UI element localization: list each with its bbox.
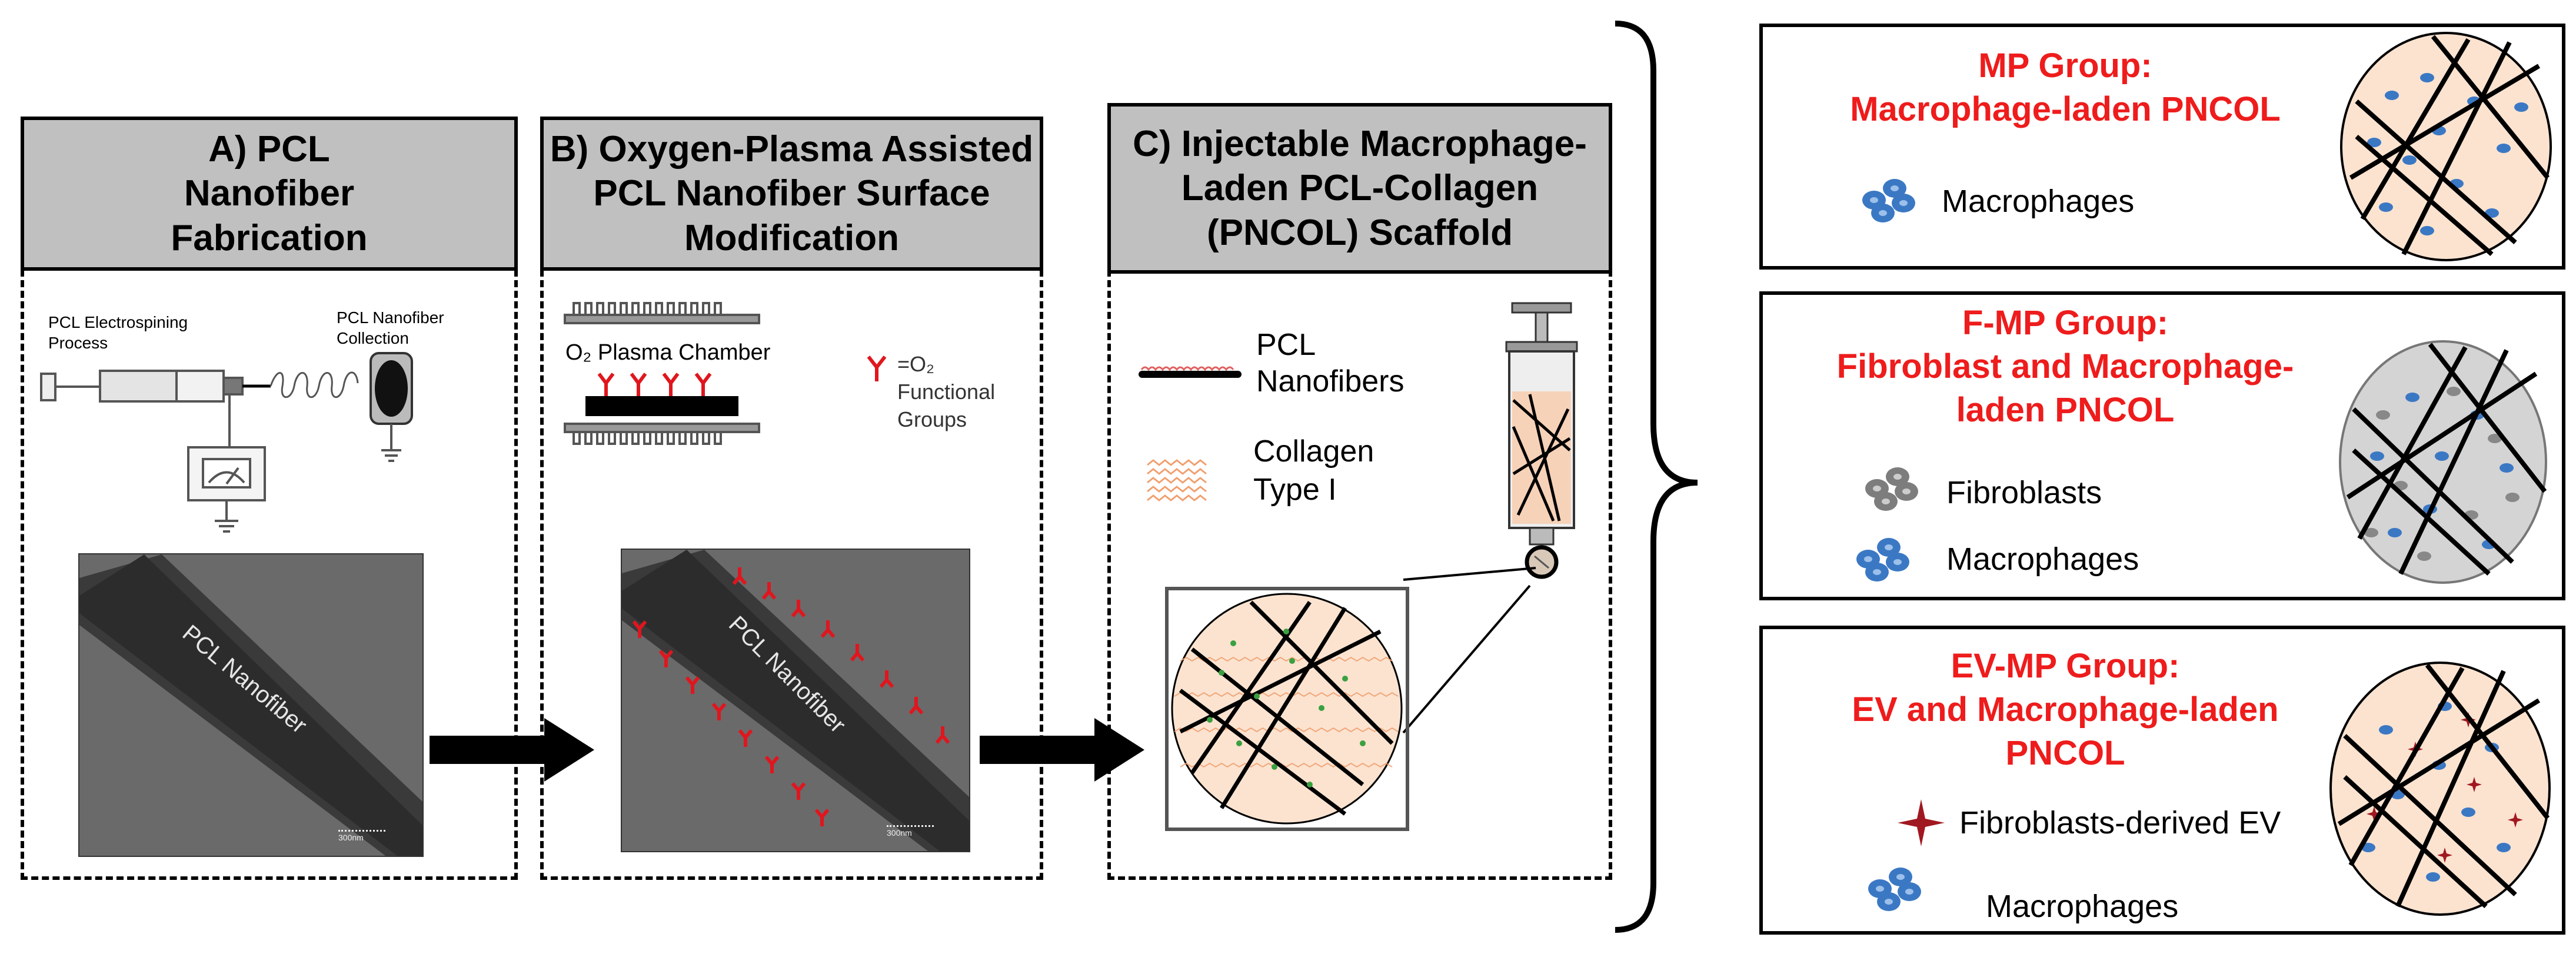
fiber-jet-icon xyxy=(269,371,359,398)
power-supply-icon xyxy=(187,394,266,533)
evmp-scaffold-illustration xyxy=(2329,662,2551,916)
syringe-icon xyxy=(40,370,271,403)
scaffold-zoom-frame xyxy=(1165,587,1409,831)
arrow-b-to-c xyxy=(980,718,1144,782)
panel-c-header: C) Injectable Macrophage- Laden PCL-Coll… xyxy=(1107,103,1612,274)
mp-macrophage-label: Macrophages xyxy=(1942,184,2135,219)
collection-label: PCL Nanofiber Collection xyxy=(337,308,444,347)
scaffold-cross-section xyxy=(1171,593,1403,825)
panel-b-title-line-2: PCL Nanofiber Surface xyxy=(593,173,990,214)
panel-a-title-line-1: A) PCL xyxy=(208,128,330,170)
electrospinning-setup-illustration xyxy=(40,352,413,533)
injection-syringe-icon xyxy=(1505,302,1578,579)
functional-group-label: =O₂ Functional Groups xyxy=(897,352,996,431)
macrophage-icon xyxy=(1862,179,1915,222)
functional-group-icons xyxy=(597,373,712,396)
scale-bar-a: 300nm xyxy=(338,830,385,842)
plasma-chamber-label: O₂ Plasma Chamber xyxy=(562,340,774,365)
fmp-group-title: F-MP Group: Fibroblast and Macrophage- l… xyxy=(1836,304,2294,430)
panel-a-header: A) PCL Nanofiber Fabrication xyxy=(21,117,518,271)
panel-c-title-line-1: C) Injectable Macrophage- xyxy=(1133,123,1587,164)
scale-bar-b: 300nm xyxy=(887,825,934,838)
mp-scaffold-illustration xyxy=(2340,32,2552,261)
panel-a-title-line-3: Fabrication xyxy=(171,217,368,258)
panel-c-title-line-2: Laden PCL-Collagen xyxy=(1181,168,1539,209)
grouping-brace xyxy=(1615,21,1698,933)
fmp-macrophage-label: Macrophages xyxy=(1946,541,2139,577)
fmp-scaffold-illustration xyxy=(2339,340,2547,584)
electrospinning-label: PCL Electrospining Process xyxy=(48,313,188,352)
panel-b-header: B) Oxygen-Plasma Assisted PCL Nanofiber … xyxy=(540,117,1043,271)
evmp-ev-label: Fibroblasts-derived EV xyxy=(1959,805,2281,840)
extracellular-vesicle-icon xyxy=(1898,799,1945,846)
sem-image-a: PCL Nanofiber 300nm xyxy=(78,553,424,857)
evmp-macrophage-label: Macrophages xyxy=(1986,889,2179,924)
zoom-connector-lines xyxy=(1402,567,1536,734)
sem-image-b: PCL Nanofiber 300nm xyxy=(621,549,970,852)
modified-nanofiber-micrograph xyxy=(622,550,969,851)
fmp-fibroblast-label: Fibroblasts xyxy=(1946,475,2102,510)
panel-c-title-line-3: (PNCOL) Scaffold xyxy=(1206,212,1513,253)
macrophage-icon xyxy=(1856,538,1909,581)
plasma-chamber-illustration xyxy=(564,302,760,445)
arrow-a-to-b xyxy=(430,718,594,782)
evmp-group-title: EV-MP Group: EV and Macrophage-laden PNC… xyxy=(1852,647,2279,773)
collector-icon xyxy=(370,352,413,462)
collagen-legend-icon xyxy=(1147,459,1207,501)
functional-group-legend-icon xyxy=(867,355,887,381)
macrophage-icon xyxy=(1868,868,1921,911)
panel-a-title-line-2: Nanofiber xyxy=(184,173,355,214)
mp-group-title: MP Group: Macrophage-laden PNCOL xyxy=(1850,46,2281,129)
pcl-nanofiber-legend-icon xyxy=(1139,366,1242,378)
fibroblast-icon xyxy=(1865,467,1918,511)
collagen-legend-label: Collagen Type I xyxy=(1253,434,1374,507)
nanofiber-micrograph xyxy=(79,554,422,856)
panel-b-title-line-1: B) Oxygen-Plasma Assisted xyxy=(550,128,1034,170)
pcl-nanofiber-legend-label: PCL Nanofibers xyxy=(1256,328,1405,399)
panel-b-title-line-3: Modification xyxy=(684,217,900,258)
